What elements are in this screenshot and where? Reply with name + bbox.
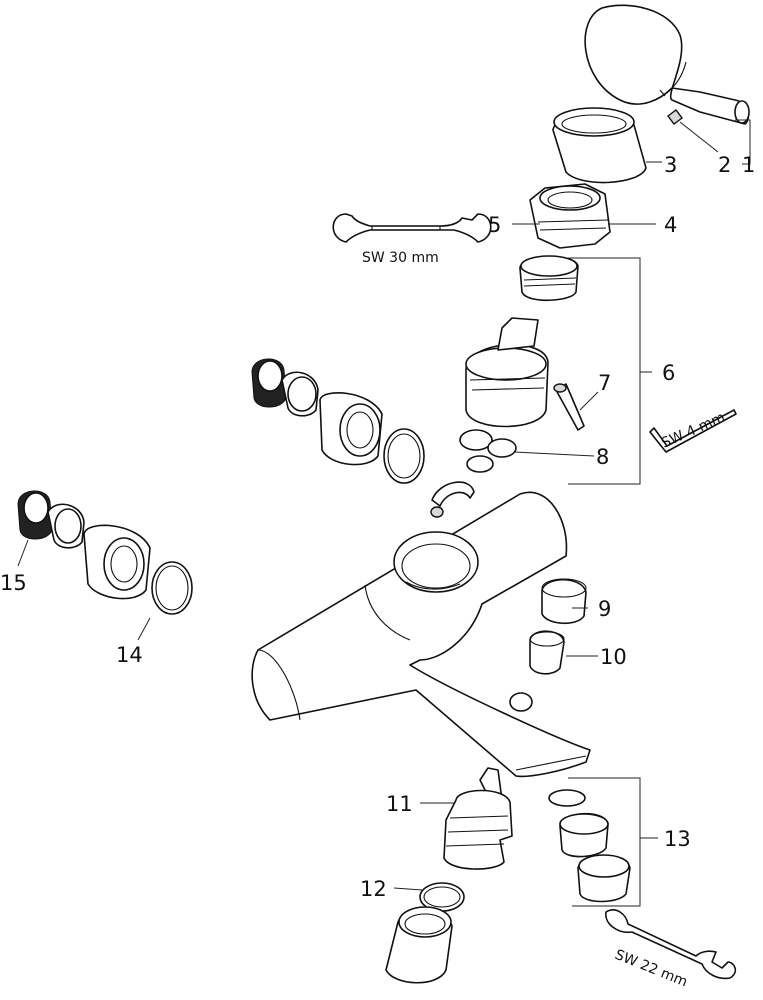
label-wrench-30: SW 30 mm	[362, 250, 439, 266]
mixing-cartridge	[465, 317, 549, 428]
label-part-8: 8	[596, 445, 609, 469]
leader-lines	[17, 119, 751, 907]
label-part-14: 14	[116, 643, 143, 667]
label-part-12: 12	[360, 877, 387, 901]
label-part-15: 15	[0, 571, 27, 595]
cartridge-thread-ring	[519, 255, 579, 302]
cartridge-screw	[553, 383, 585, 431]
label-part-6: 6	[662, 361, 675, 385]
wrench-30-icon	[332, 213, 492, 243]
lever-handle	[584, 4, 750, 125]
label-part-1: 1	[742, 153, 755, 177]
label-part-10: 10	[600, 645, 627, 669]
cap-9	[541, 578, 587, 625]
lower-connector-set	[17, 490, 193, 615]
label-part-11: 11	[386, 792, 413, 816]
label-hex-key-4: SW 4 mm	[659, 409, 727, 451]
label-part-13: 13	[664, 827, 691, 851]
diverter-cartridge	[443, 767, 513, 870]
label-part-3: 3	[664, 153, 677, 177]
seal-set	[430, 429, 517, 518]
wrench-22-icon	[605, 909, 737, 980]
label-part-9: 9	[598, 597, 611, 621]
hex-nut	[529, 183, 611, 249]
spout-nut	[385, 906, 453, 984]
o-ring-12	[419, 882, 465, 912]
label-part-2: 2	[718, 153, 731, 177]
label-part-5: 5	[488, 213, 501, 237]
set-screw	[667, 109, 683, 125]
label-part-4: 4	[664, 213, 677, 237]
upper-connector-set	[251, 358, 425, 484]
mixer-body	[251, 491, 591, 778]
sleeve-10	[529, 630, 565, 675]
aerator-set	[548, 789, 631, 903]
cover-ring	[552, 107, 647, 184]
label-part-7: 7	[598, 371, 611, 395]
hex-key-4-icon	[649, 409, 737, 453]
